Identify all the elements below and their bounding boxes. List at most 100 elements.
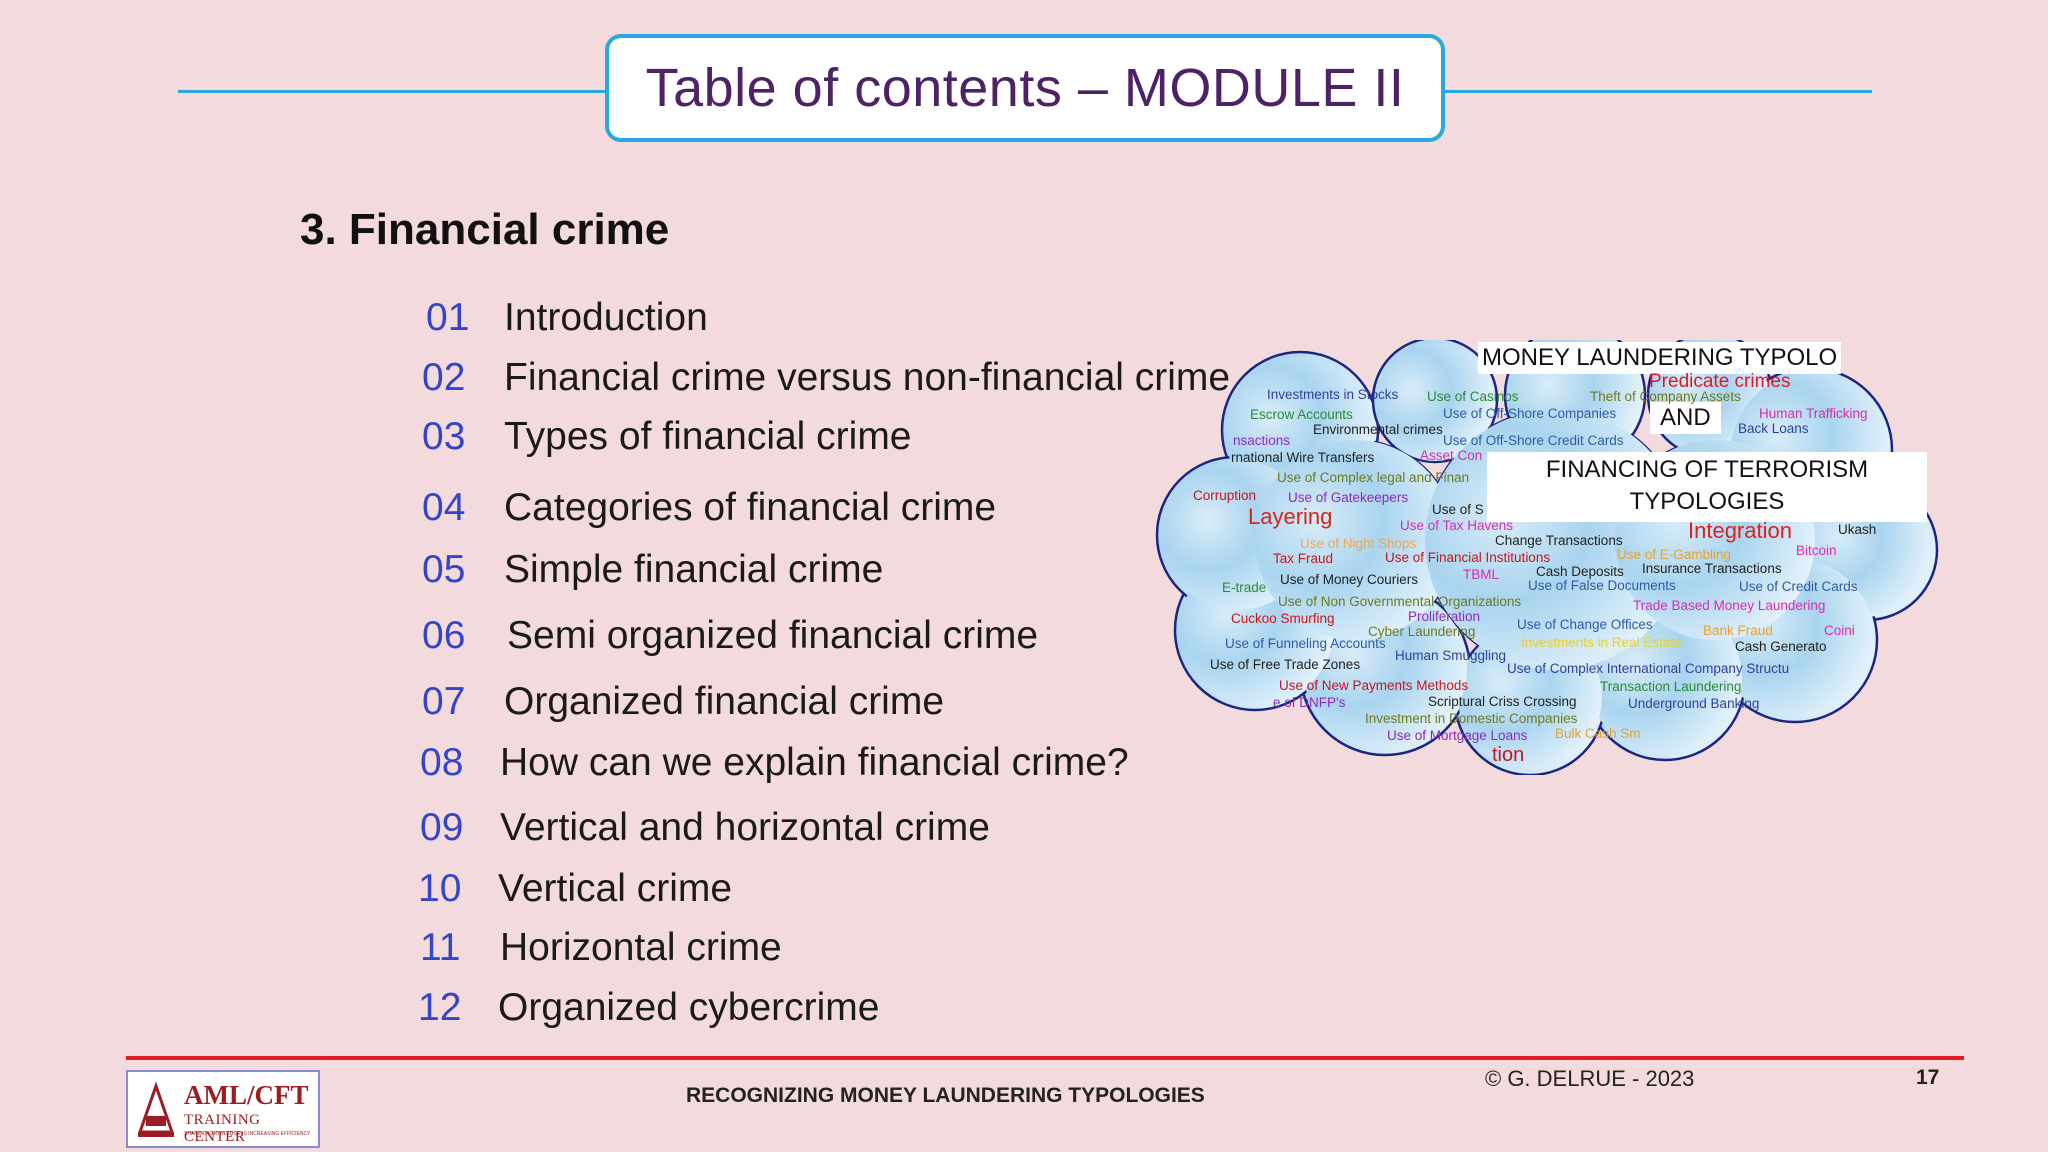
cloud-word: Tax Fraud [1273, 551, 1334, 566]
footer-copyright: © G. DELRUE - 2023 [1485, 1066, 1695, 1091]
logo-sub-text: TRAINING CENTER [184, 1112, 261, 1145]
toc-number: 10 [418, 867, 462, 910]
toc-label: Organized financial crime [504, 680, 945, 723]
cloud-word: Theft of Company Assets [1590, 389, 1741, 404]
cloud-header-title: MONEY LAUNDERING TYPOLO [1478, 342, 1842, 374]
cloud-word: Use of Night Shops [1300, 536, 1417, 551]
cloud-and-label: AND [1650, 402, 1721, 434]
cloud-word: Integration [1688, 518, 1792, 543]
toc-label: Semi organized financial crime [507, 614, 1039, 657]
cloud-financing-label: FINANCING OF TERRORISM [1487, 452, 1927, 488]
cloud-word: Investments in Real Estate [1521, 635, 1682, 650]
cloud-word: Use of Gatekeepers [1288, 490, 1409, 505]
toc-label: Simple financial crime [504, 548, 884, 591]
cloud-word: Predicate crimes [1649, 371, 1791, 392]
cloud-word: Transaction Laundering [1600, 679, 1742, 694]
cloud-word: Use of Credit Cards [1739, 579, 1858, 594]
toc-number: 04 [422, 486, 466, 529]
cloud-word: Use of Casinos [1427, 389, 1519, 404]
cloud-word: Bank Fraud [1703, 623, 1773, 638]
cloud-word: E-trade [1222, 580, 1267, 595]
cloud-word: Cash Generato [1735, 639, 1827, 654]
cloud-word: Use of Tax Havens [1400, 518, 1514, 533]
cloud-word: Use of Mortgage Loans [1387, 728, 1528, 743]
cloud-word: Use of Free Trade Zones [1210, 657, 1361, 672]
cloud-word: rnational Wire Transfers [1231, 450, 1375, 465]
cloud-word: Use of Off-Shore Credit Cards [1443, 433, 1624, 448]
cloud-typologies-label: TYPOLOGIES [1487, 486, 1927, 522]
cloud-word: Use of Complex legal and Finan [1277, 470, 1470, 485]
toc-label: Categories of financial crime [504, 486, 997, 529]
toc-number: 06 [422, 614, 466, 657]
toc-label: Financial crime versus non-financial cri… [504, 356, 1231, 399]
aml-cft-logo: AML/CFT TRAINING CENTER SHARING KNOWLEDG… [126, 1070, 320, 1148]
cloud-word: Coini [1824, 623, 1855, 638]
cloud-word: Use of False Documents [1528, 578, 1676, 593]
cloud-word: Use of Funneling Accounts [1225, 636, 1386, 651]
cloud-word: e of DNFP's [1273, 695, 1346, 710]
logo-main-text: AML/CFT [184, 1080, 309, 1110]
cloud-word: Bitcoin [1796, 543, 1837, 558]
cloud-word: Proliferation [1408, 609, 1481, 624]
toc-number: 05 [422, 548, 466, 591]
toc-number: 09 [420, 806, 464, 849]
toc-number: 08 [420, 741, 464, 784]
cloud-word: Trade Based Money Laundering [1633, 598, 1826, 613]
cloud-word: Cuckoo Smurfing [1231, 611, 1335, 626]
cloud-word: Use of E-Gambling [1617, 547, 1732, 562]
toc-number: 02 [422, 356, 466, 399]
title-box: Table of contents – MODULE II [605, 34, 1445, 142]
toc-label: Vertical crime [498, 867, 733, 910]
toc-number: 01 [426, 296, 470, 339]
cloud-word: Cash Deposits [1536, 564, 1624, 579]
toc-number: 12 [418, 986, 462, 1029]
toc-label: Introduction [504, 296, 708, 339]
toc-label: How can we explain financial crime? [500, 741, 1129, 784]
cloud-word: Ukash [1838, 522, 1877, 537]
typology-word-cloud: MONEY LAUNDERING TYPOLO AND FINANCING OF… [1155, 340, 1940, 775]
cloud-word: Insurance Transactions [1642, 561, 1782, 576]
cloud-word: Human Smuggling [1395, 648, 1507, 663]
cloud-word: Change Transactions [1495, 533, 1623, 548]
slide-title: Table of contents – MODULE II [645, 58, 1405, 118]
page-number: 17 [1916, 1066, 1940, 1089]
section-heading: 3. Financial crime [300, 205, 670, 254]
cloud-word: TBML [1463, 567, 1500, 582]
cloud-word: Asset Con [1420, 448, 1483, 463]
cloud-word: Escrow Accounts [1250, 407, 1353, 422]
cloud-word: Cyber Laundering [1368, 624, 1476, 639]
cloud-word: Corruption [1193, 488, 1257, 503]
cloud-word: Use of Change Offices [1517, 617, 1653, 632]
toc-label: Horizontal crime [500, 926, 782, 969]
cloud-word: Use of Financial Institutions [1385, 550, 1551, 565]
cloud-word: Use of Complex International Company Str… [1507, 661, 1790, 676]
title-line-right [1442, 90, 1872, 93]
cloud-word: Back Loans [1738, 421, 1809, 436]
cloud-word: Use of S [1432, 502, 1484, 517]
cloud-word: Layering [1248, 504, 1333, 529]
cloud-word: Use of New Payments Methods [1279, 678, 1469, 693]
cloud-word: Human Trafficking [1759, 406, 1868, 421]
toc-number: 03 [422, 415, 466, 458]
cloud-word: Use of Non Governmental Organizations [1278, 594, 1522, 609]
cloud-word: nsactions [1233, 433, 1291, 448]
cloud-word: Investments in Stocks [1267, 387, 1399, 402]
cloud-word: Scriptural Criss Crossing [1428, 694, 1577, 709]
toc-label: Types of financial crime [504, 415, 912, 458]
cloud-word: Bulk Cash Sm [1555, 726, 1641, 741]
toc-label: Vertical and horizontal crime [500, 806, 990, 849]
toc-label: Organized cybercrime [498, 986, 880, 1029]
cloud-word: Underground Banking [1628, 696, 1760, 711]
title-line-left [178, 90, 608, 93]
logo-emblem-icon [137, 1081, 175, 1137]
toc-number: 11 [420, 926, 461, 969]
cloud-word: Use of Off-Shore Companies [1443, 406, 1617, 421]
footer-divider [126, 1056, 1964, 1060]
cloud-word: Use of Money Couriers [1280, 572, 1419, 587]
logo-tagline: SHARING KNOWLEDGE IS INCREASING EFFICIEN… [184, 1131, 311, 1137]
cloud-word: Environmental crimes [1313, 422, 1443, 437]
footer-title: RECOGNIZING MONEY LAUNDERING TYPOLOGIES [686, 1084, 1205, 1107]
cloud-word: Investment in Domestic Companies [1365, 711, 1578, 726]
cloud-word: tion [1492, 744, 1525, 766]
toc-number: 07 [422, 680, 466, 723]
